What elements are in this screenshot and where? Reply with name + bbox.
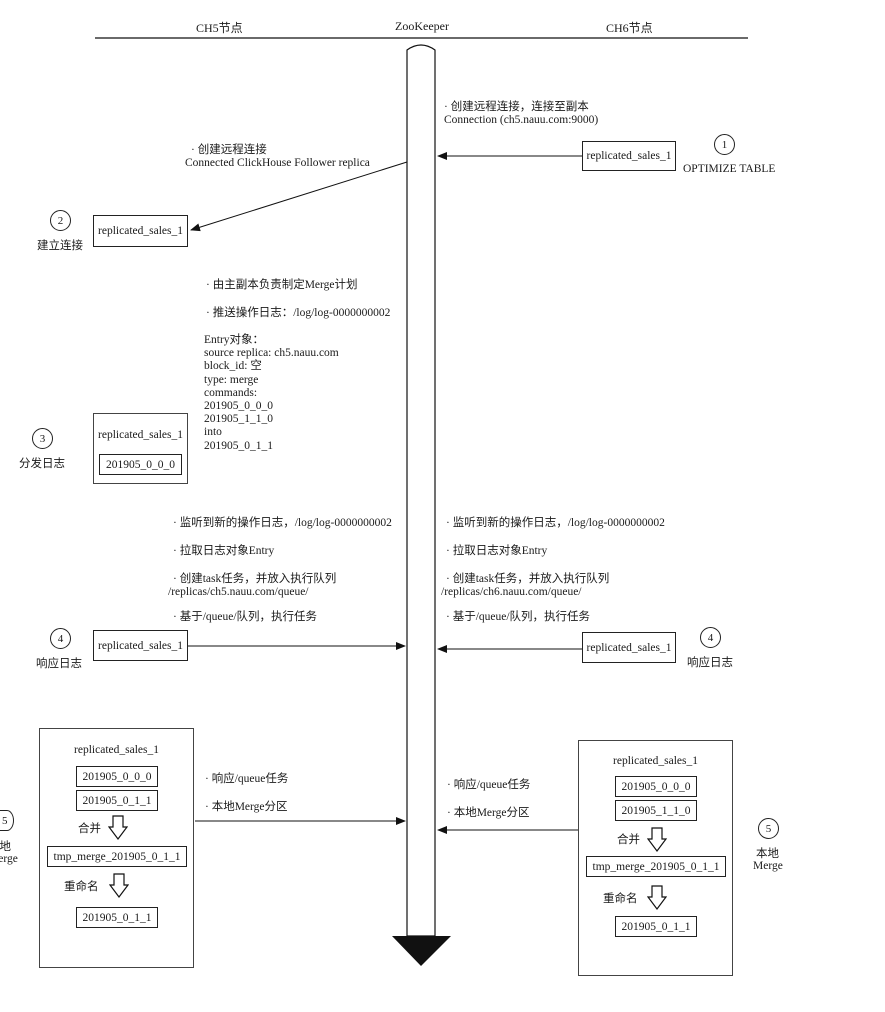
down-arrow-icon bbox=[108, 815, 128, 840]
note-left-local: · 本地Merge分区 bbox=[205, 801, 288, 813]
note-left-task: · 创建task任务，并放入执行队列 /replicas/ch5.nauu.co… bbox=[168, 573, 337, 599]
step-4-left-circle: 4 bbox=[50, 628, 71, 649]
table-box-step4-left: replicated_sales_1 bbox=[93, 630, 188, 661]
down-arrow-icon bbox=[647, 827, 667, 852]
step-2-label: 建立连接 bbox=[37, 240, 83, 252]
timeline-arrowhead bbox=[392, 936, 451, 966]
table-box-step2: replicated_sales_1 bbox=[93, 215, 188, 247]
table-box-step4-right: replicated_sales_1 bbox=[582, 632, 676, 663]
note-right-resp: · 响应/queue任务 bbox=[447, 779, 531, 791]
arrow-2 bbox=[190, 161, 408, 232]
zookeeper-timeline bbox=[406, 44, 436, 937]
step-1-circle: 1 bbox=[714, 134, 735, 155]
note-left-exec: · 基于/queue/队列，执行任务 bbox=[173, 611, 318, 623]
header-ch5: CH5节点 bbox=[196, 21, 243, 35]
merge-left-part-a: 201905_0_0_0 bbox=[76, 766, 158, 787]
merge-left-part-b: 201905_0_1_1 bbox=[76, 790, 158, 811]
note-push-log: · 推送操作日志：/log/log-0000000002 bbox=[206, 307, 391, 319]
step-4-right-circle: 4 bbox=[700, 627, 721, 648]
step-3-label: 分发日志 bbox=[19, 458, 65, 470]
merge-right-part-b: 201905_1_1_0 bbox=[615, 800, 697, 821]
step-5-left-circle: 5 bbox=[0, 810, 14, 831]
merge-panel-left: replicated_sales_1 201905_0_0_0 201905_0… bbox=[39, 728, 194, 968]
merge-left-tmp: tmp_merge_201905_0_1_1 bbox=[47, 846, 187, 867]
step-5-right-circle: 5 bbox=[758, 818, 779, 839]
down-arrow-icon bbox=[109, 873, 129, 898]
step-2-circle: 2 bbox=[50, 210, 71, 231]
note-left-resp: · 响应/queue任务 bbox=[205, 773, 289, 785]
note-remote-conn: · 创建远程连接 Connected ClickHouse Follower r… bbox=[185, 144, 370, 170]
step-5-right-label1: 本地 bbox=[756, 848, 779, 860]
merge-left-rename-label: 重命名 bbox=[64, 881, 99, 893]
step-4-left-label: 响应日志 bbox=[36, 658, 82, 670]
table-box-step1: replicated_sales_1 bbox=[582, 141, 676, 171]
step-5-left-label2: Merge bbox=[0, 853, 18, 865]
note-conn-to-replica: · 创建远程连接，连接至副本 Connection (ch5.nauu.com:… bbox=[444, 101, 599, 127]
note-left-pull: · 拉取日志对象Entry bbox=[173, 545, 275, 557]
step-5-left-label1: 本地 bbox=[0, 841, 11, 853]
step-3-circle: 3 bbox=[32, 428, 53, 449]
merge-right-part-a: 201905_0_0_0 bbox=[615, 776, 697, 797]
entry-object: Entry对象： source replica: ch5.nauu.com bl… bbox=[204, 334, 339, 452]
note-right-listen: · 监听到新的操作日志，/log/log-0000000002 bbox=[446, 517, 665, 529]
merge-left-title: replicated_sales_1 bbox=[74, 744, 159, 756]
merge-left-merge-label: 合并 bbox=[78, 823, 101, 835]
note-left-listen: · 监听到新的操作日志，/log/log-0000000002 bbox=[173, 517, 392, 529]
note-right-pull: · 拉取日志对象Entry bbox=[446, 545, 548, 557]
step-5-right-label2: Merge bbox=[753, 860, 783, 872]
note-right-local: · 本地Merge分区 bbox=[447, 807, 530, 819]
note-right-exec: · 基于/queue/队列，执行任务 bbox=[446, 611, 591, 623]
merge-right-rename-label: 重命名 bbox=[603, 893, 638, 905]
header-ch6: CH6节点 bbox=[606, 21, 653, 35]
down-arrow-icon bbox=[647, 885, 667, 910]
table-panel-step3-title: replicated_sales_1 bbox=[98, 429, 183, 441]
table-panel-step3: replicated_sales_1 201905_0_0_0 bbox=[93, 413, 188, 484]
header-zookeeper: ZooKeeper bbox=[395, 19, 449, 33]
merge-left-final: 201905_0_1_1 bbox=[76, 907, 158, 928]
merge-right-merge-label: 合并 bbox=[617, 834, 640, 846]
step-1-label: OPTIMIZE TABLE bbox=[683, 163, 776, 175]
note-leader-plan: · 由主副本负责制定Merge计划 bbox=[206, 279, 358, 291]
part-box-step3: 201905_0_0_0 bbox=[99, 454, 182, 475]
merge-panel-right: replicated_sales_1 201905_0_0_0 201905_1… bbox=[578, 740, 733, 976]
merge-right-final: 201905_0_1_1 bbox=[615, 916, 697, 937]
merge-right-title: replicated_sales_1 bbox=[613, 755, 698, 767]
note-right-task: · 创建task任务，并放入执行队列 /replicas/ch6.nauu.co… bbox=[441, 573, 610, 599]
step-4-right-label: 响应日志 bbox=[687, 657, 733, 669]
merge-right-tmp: tmp_merge_201905_0_1_1 bbox=[586, 856, 726, 877]
